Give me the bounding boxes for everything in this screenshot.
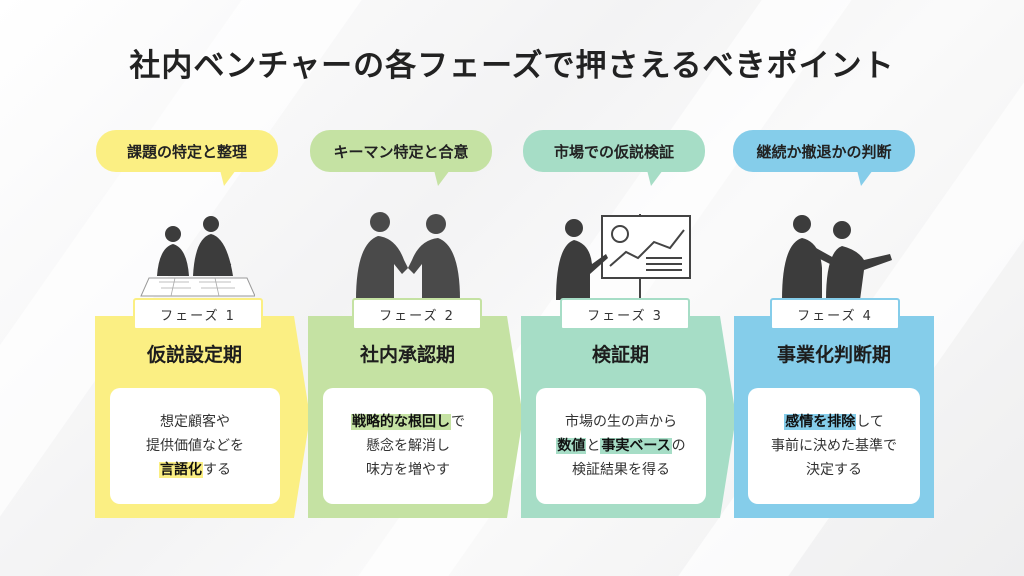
phase2-card: 戦略的な根回しで 懸念を解消し 味方を増やす [323,388,493,504]
phase4-bubble-text: 継続か撤退かの判断 [756,142,892,161]
phase3-line3: 検証結果を得る [572,462,670,478]
phase3-card: 市場の生の声から 数値と事実ベースの 検証結果を得る [536,388,706,504]
business-meeting-icon [140,216,255,297]
phase1-line3: 言語化する [159,458,231,482]
phase1-name: 仮説設定期 [146,344,242,366]
phase2-bubble: キーマン特定と合意 [310,130,492,186]
bubble-tail [434,170,450,186]
phase1-bubble-text: 課題の特定と整理 [126,142,247,161]
phase1-line2: 提供価値などを [146,438,244,454]
phase2-name: 社内承認期 [359,344,455,366]
phase1-highlight: 言語化 [159,462,203,478]
phase1-line1: 想定顧客や [160,414,230,430]
phase2-line1: 戦略的な根回しで [351,410,465,434]
phase4-line1: 感情を排除して [784,410,884,434]
phase1-card: 想定顧客や 提供価値などを 言語化する [110,388,280,504]
leaders-pointing-icon [782,215,892,300]
phase1-line3-rest: する [203,462,231,478]
phase4-highlight: 感情を排除 [784,414,857,430]
phase4-line1-rest: して [856,414,884,430]
phase3-line1: 市場の生の声から [565,414,677,430]
phase3-highlight: 数値 [556,438,587,454]
phase2-bubble-text: キーマン特定と合意 [333,142,469,161]
phase4-name: 事業化判断期 [776,344,891,366]
phase3-line2: 数値と事実ベースの [556,434,686,458]
phase1-tag: フェーズ 1 [133,298,263,330]
presentation-icon [556,214,691,300]
phase3-line2-mid: と [586,438,601,454]
phase3-bubble-text: 市場での仮説検証 [553,142,674,161]
phase3-bubble: 市場での仮説検証 [523,130,705,186]
phase3-highlight: 事実ベース [600,438,672,454]
bubble-tail [857,170,873,186]
phase4-line3: 決定する [806,462,862,478]
bubble-tail [647,170,663,186]
phase3-name: 検証期 [591,344,649,366]
phase1-bubble: 課題の特定と整理 [96,130,278,186]
page-title: 社内ベンチャーの各フェーズで押さえるべきポイント [129,48,895,84]
phase2-line3: 味方を増やす [366,462,450,478]
phase4-tag: フェーズ 4 [770,298,900,330]
phase2-tag: フェーズ 2 [352,298,482,330]
phase3-tag: フェーズ 3 [560,298,690,330]
handshake-icon [356,212,460,300]
phase2-line1-rest: で [451,414,465,430]
phase2-line2: 懸念を解消し [366,438,450,454]
phase4-bubble: 継続か撤退かの判断 [733,130,915,186]
phase4-card: 感情を排除して 事前に決めた基準で 決定する [748,388,920,504]
phase3-line2-rest: の [671,438,686,454]
phase2-highlight: 戦略的な根回し [351,414,451,430]
bubble-tail [220,170,236,186]
phase4-line2: 事前に決めた基準で [771,438,897,454]
